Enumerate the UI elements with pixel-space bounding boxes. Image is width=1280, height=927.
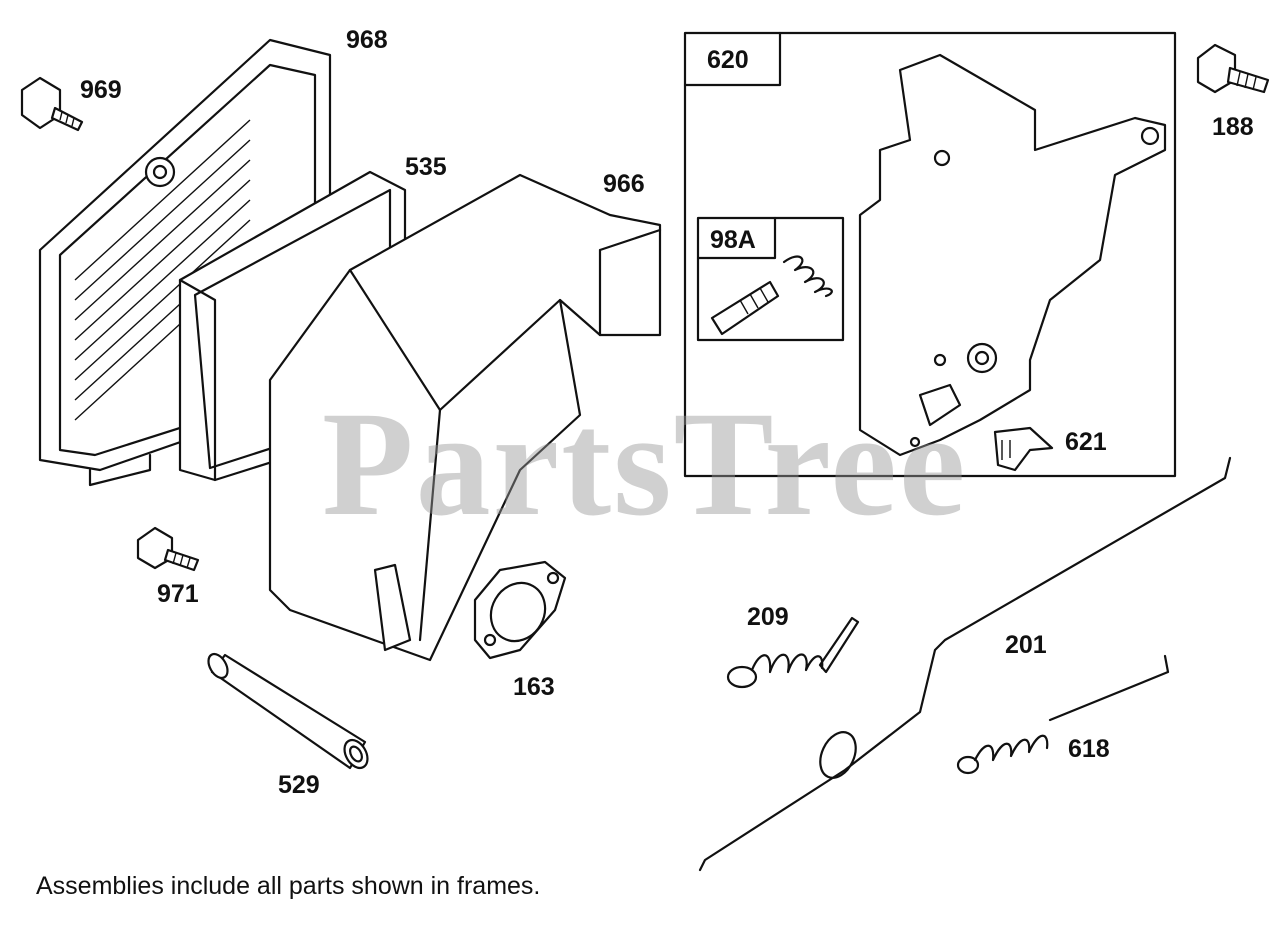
part-label-535: 535 <box>405 153 447 181</box>
screw-188 <box>1196 43 1270 94</box>
part-label-968: 968 <box>346 26 388 54</box>
part-label-966: 966 <box>603 170 645 198</box>
part-label-529: 529 <box>278 771 320 799</box>
part-label-201: 201 <box>1005 631 1047 659</box>
screw-971 <box>136 526 200 572</box>
part-label-971: 971 <box>157 580 199 608</box>
frame-98A <box>696 216 845 342</box>
part-label-163: 163 <box>513 673 555 701</box>
governor-rod-201 <box>698 456 1232 872</box>
part-label-969: 969 <box>80 76 122 104</box>
air-cleaner-cover-966 <box>268 173 662 662</box>
frame-620 <box>683 31 1177 478</box>
part-label-98A: 98A <box>710 226 756 254</box>
part-label-620: 620 <box>707 46 749 74</box>
control-bracket-620 <box>858 53 1167 457</box>
part-label-209: 209 <box>747 603 789 631</box>
part-label-621: 621 <box>1065 428 1107 456</box>
screw-969 <box>20 76 84 132</box>
spring-209 <box>726 616 860 689</box>
tube-529 <box>207 652 369 770</box>
part-label-618: 618 <box>1068 735 1110 763</box>
assemblies-caption: Assemblies include all parts shown in fr… <box>36 872 541 900</box>
part-label-188: 188 <box>1212 113 1254 141</box>
spring-618 <box>956 654 1170 775</box>
gasket-163 <box>473 560 567 660</box>
clip-621 <box>993 426 1054 472</box>
